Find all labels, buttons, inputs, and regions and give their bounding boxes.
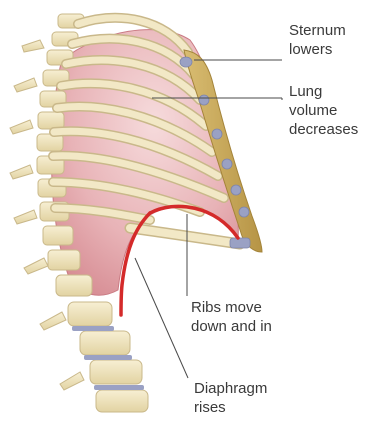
label-line: lowers <box>289 40 346 59</box>
label-line: Diaphragm <box>194 379 267 398</box>
label-sternum-lowers: Sternum lowers <box>289 21 346 59</box>
label-line: down and in <box>191 317 272 336</box>
label-lung-volume-decreases: Lung volume decreases <box>289 82 358 139</box>
label-ribs-move-down-and-in: Ribs move down and in <box>191 298 272 336</box>
label-line: rises <box>194 398 267 417</box>
label-line: Sternum <box>289 21 346 40</box>
label-line: Ribs move <box>191 298 272 317</box>
label-line: Lung <box>289 82 358 101</box>
label-line: volume <box>289 101 358 120</box>
label-diaphragm-rises: Diaphragm rises <box>194 379 267 417</box>
label-line: decreases <box>289 120 358 139</box>
